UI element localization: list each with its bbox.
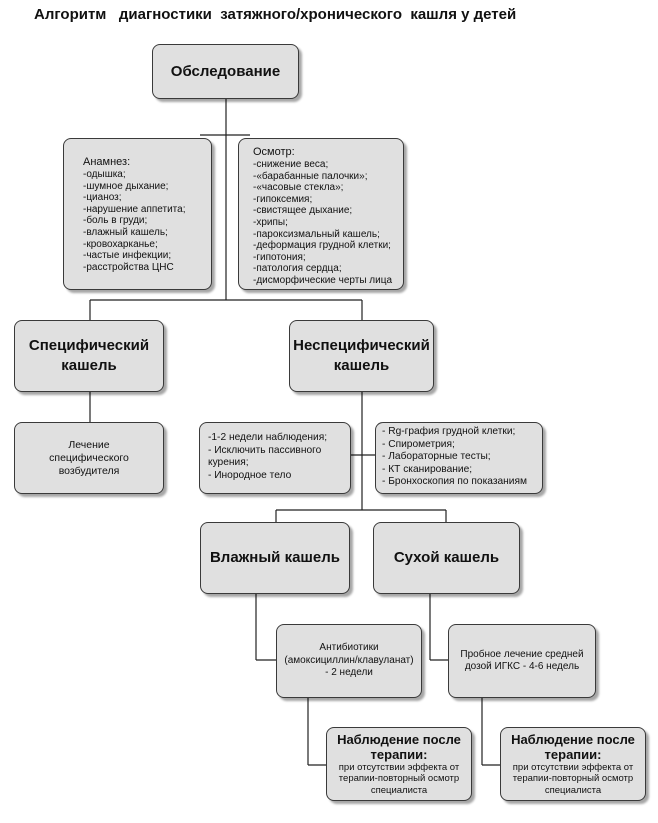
anamnesis-item: -шумное дыхание; [83,180,169,192]
follow-up-dry-text: специалиста [544,784,602,796]
observation-line: курения; [208,457,249,468]
exam-item: -деформация грудной клетки; [253,240,391,252]
follow-up-dry-heading: Наблюдение после [511,731,635,747]
follow-up-dry-text: при отсутствии эффекта от [512,761,634,773]
node-nonspecific-cough: Неспецифический кашель [289,320,434,392]
node-anamnesis: Анамнез: -одышка; -шумное дыхание; -циан… [63,138,212,290]
exam-item: -гипотония; [253,251,306,263]
follow-up-wet-text: при отсутствии эффекта от [338,761,460,773]
exam-item: -свистящее дыхание; [253,205,353,217]
exam-item: -хрипы; [253,216,288,228]
wet-cough-label: Влажный кашель [209,549,341,566]
node-specific-treatment: Лечение специфического возбудителя [14,422,164,494]
tests-line: - Rg-графия грудной клетки; [382,426,516,437]
igks-line: Пробное лечение средней [460,648,584,660]
diagram-title: Алгоритм диагностики затяжного/хроническ… [34,6,517,23]
node-examination-label: Обследование [170,62,281,80]
specific-treatment-line: специфического [49,451,129,464]
exam-item: -«барабанные палочки»; [253,170,368,182]
specific-treatment-line: возбудителя [58,464,120,477]
anamnesis-item: -расстройства ЦНС [83,261,174,273]
anamnesis-item: -влажный кашель; [83,226,168,238]
igks-line: дозой ИГКС - 4-6 недель [464,661,580,672]
anamnesis-heading: Анамнез: [83,156,131,168]
exam-heading: Осмотр: [253,146,295,158]
antibiotics-line: Антибиотики [319,642,379,654]
node-wet-cough: Влажный кашель [200,522,350,594]
follow-up-dry-text: терапии-повторный осмотр [512,773,634,785]
exam-item: -пароксизмальный кашель; [253,228,380,240]
node-follow-up-wet: Наблюдение после терапии: при отсутствии… [326,727,472,801]
follow-up-wet-text: терапии-повторный осмотр [338,773,460,785]
node-examination: Обследование [152,44,299,99]
node-antibiotics: Антибиотики (амоксициллин/клавуланат) - … [276,624,422,698]
follow-up-wet-heading: терапии: [370,746,428,762]
specific-treatment-line: Лечение [68,438,110,451]
node-follow-up-dry: Наблюдение после терапии: при отсутствии… [500,727,646,801]
antibiotics-line: - 2 недели [325,667,373,679]
tests-line: - Спирометрия; [382,438,455,450]
specific-cough-line: Специфический [28,337,150,354]
follow-up-wet-heading: Наблюдение после [337,731,461,747]
tests-line: - КТ сканирование; [382,463,473,475]
antibiotics-line: (амоксициллин/клавуланат) [284,654,414,666]
follow-up-dry-heading: терапии: [544,746,602,762]
observation-line: - Инородное тело [208,469,292,481]
exam-item: -«часовые стекла»; [253,182,344,194]
exam-item: -дисморфические черты лица [253,274,393,286]
tests-line: - Лабораторные тесты; [382,451,491,462]
observation-line: -1-2 недели наблюдения; [208,432,328,443]
node-observation: -1-2 недели наблюдения; - Исключить пасс… [199,422,351,494]
anamnesis-item: -боль в груди; [83,215,148,227]
follow-up-wet-text: специалиста [370,784,428,796]
exam-item: -снижение веса; [253,159,329,170]
nonspecific-cough-line: кашель [333,357,390,374]
anamnesis-item: -частые инфекции; [83,250,172,262]
exam-item: -патология сердца; [253,263,342,275]
node-physical-exam: Осмотр: -снижение веса; -«барабанные пал… [238,138,404,290]
node-tests: - Rg-графия грудной клетки; - Спирометри… [375,422,543,494]
anamnesis-item: -одышка; [83,169,126,180]
anamnesis-item: -нарушение аппетита; [83,203,186,215]
node-specific-cough: Специфический кашель [14,320,164,392]
nonspecific-cough-line: Неспецифический [293,337,430,354]
dry-cough-label: Сухой кашель [393,549,500,566]
observation-line: - Исключить пассивного [208,444,322,456]
exam-item: -гипоксемия; [253,193,313,205]
tests-line: - Бронхоскопия по показаниям [382,476,527,487]
specific-cough-line: кашель [61,357,117,374]
node-dry-cough: Сухой кашель [373,522,520,594]
anamnesis-item: -кровохарканье; [83,238,158,250]
node-inhaled-steroids: Пробное лечение средней дозой ИГКС - 4-6… [448,624,596,698]
anamnesis-item: -цианоз; [83,192,122,204]
